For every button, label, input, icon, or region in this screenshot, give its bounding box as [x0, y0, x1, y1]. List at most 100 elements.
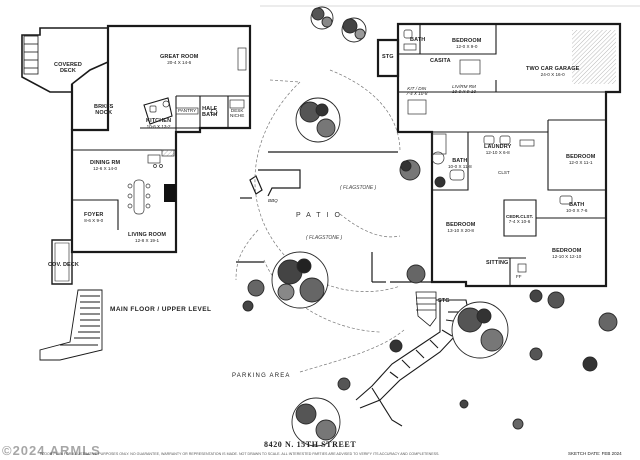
bath-r-label: BATH 10-0 X 7-6 [566, 202, 587, 214]
parking-label: PARKING AREA [232, 373, 291, 379]
cedr-clst-label: CEDR.CLST. 7-4 X 10-6 [506, 214, 533, 225]
patio-label: PATIO [296, 212, 346, 219]
right-stairs [415, 291, 437, 327]
main-stairs [39, 289, 103, 361]
armls-watermark: ©2024 ARMLS [2, 443, 101, 458]
shrub-7 [547, 291, 565, 309]
shrub-10 [582, 356, 598, 372]
shrub-2 [242, 300, 254, 312]
shrub-5 [406, 264, 426, 284]
dining-dim: 12-6 X 14-0 [93, 166, 118, 172]
bath-mid-dim: 10-0 X 11-8 [448, 164, 472, 170]
bedroom-r2-name: BEDROOM [552, 248, 582, 254]
bedroom-top-dim: 12-0 X 9-0 [455, 44, 478, 50]
bedroom-r2-label: BEDROOM 12-10 X 12-10 [552, 248, 581, 260]
shrub-3 [389, 339, 403, 353]
garage-dim: 24-0 X 16-0 [540, 72, 565, 78]
bedroom-r1-name: BEDROOM [566, 154, 596, 160]
right-wing-interior [398, 24, 620, 286]
bedroom-r1-label: BEDROOM 12-0 X 11-1 [566, 154, 595, 166]
garage-name: TWO CAR GARAGE [526, 66, 580, 72]
tree-center [295, 97, 341, 143]
cedr-clst-name: CEDR.CLST. [506, 214, 534, 219]
covered-deck-label: COVERED DECK [54, 62, 82, 75]
tree-right [451, 301, 509, 359]
half-bath-label: HALF BATH [202, 106, 218, 119]
shrub-9 [598, 312, 618, 332]
dashed-patio-lines [235, 69, 405, 373]
kit-din-name: KIT / DIN [407, 86, 427, 91]
stg-bottom-label: STG [438, 298, 450, 304]
shrub-11 [529, 347, 543, 361]
great-room-label: GREAT ROOM 20-4 X 14-6 [160, 54, 198, 66]
tree-top-2 [341, 17, 367, 43]
kit-din-label: KIT / DIN 7-4 X 10-8 [406, 86, 427, 97]
bedroom-top-label: BEDROOM 12-0 X 9-0 [452, 38, 481, 50]
foyer-label: FOYER 8-6 X 9-0 [84, 212, 103, 224]
laundry-dim: 12-10 X 6-8 [485, 150, 510, 156]
stg-top-label: STG [382, 54, 394, 60]
bedroom-top-name: BEDROOM [452, 38, 482, 44]
bbq-label: BBQ [268, 198, 278, 203]
ff-label: FF [516, 274, 522, 279]
desk-niche-label: DESK NICHE [230, 108, 245, 119]
living-room-dim: 12-8 X 19-1 [135, 238, 160, 244]
bath-r-dim: 10-0 X 7-6 [566, 208, 588, 214]
brkfs-nook-label: BRKFS NOOK [94, 104, 114, 117]
laundry-name: LAUNDRY [484, 144, 512, 150]
shrub-6 [399, 159, 421, 181]
dining-label: DINING RM 12-6 X 14-0 [90, 160, 120, 172]
sitting-label: SITTING [486, 260, 509, 266]
tree-patio [271, 251, 329, 309]
shrub-1 [247, 279, 265, 297]
right-wing-fixtures [403, 29, 573, 273]
shrub-4 [337, 377, 351, 391]
main-house-interior [72, 95, 250, 230]
right-wing-walls [376, 22, 622, 288]
bedroom-r1-dim: 12-0 X 11-1 [568, 160, 593, 166]
address-title: 8420 N. 15TH STREET [264, 440, 357, 449]
garage-label: TWO CAR GARAGE 24-0 X 16-0 [526, 66, 579, 78]
great-room-dim: 20-4 X 14-6 [167, 60, 192, 66]
kitchen-name: KITCHEN [146, 118, 172, 124]
cov-deck-outline [51, 239, 73, 285]
shrub-8 [529, 289, 543, 303]
deck-stairs [23, 35, 39, 75]
curved-walkway [355, 299, 471, 427]
dining-name: DINING RM [90, 160, 121, 166]
kitchen-fixtures [147, 47, 247, 168]
cedr-clst-dim: 7-4 X 10-6 [508, 219, 531, 225]
bath-top-label: BATH [410, 37, 426, 43]
pantry-label: PANTRY [178, 108, 197, 113]
shrub-14 [434, 176, 446, 188]
cov-deck-label: COV. DECK [48, 262, 79, 268]
dining-table [127, 179, 151, 215]
shrub-12 [459, 399, 469, 409]
shrub-13 [512, 418, 524, 430]
tree-bottom [291, 397, 341, 447]
bedroom-main-label: BEDROOM 13-10 X 20-8 [446, 222, 475, 234]
foyer-name: FOYER [84, 212, 104, 218]
disclaimer-text: FLOOR PLAN FOR ILLUSTRATIVE PURPOSES ONL… [40, 452, 440, 456]
sketch-date: SKETCH DATE: FEB 2024 [568, 451, 622, 456]
main-house-walls [21, 24, 252, 254]
bath-mid-name: BATH [452, 158, 468, 164]
living-room-name: LIVING ROOM [128, 232, 167, 238]
clst-label: CLST [498, 170, 510, 175]
living-room-label: LIVING ROOM 12-8 X 19-1 [128, 232, 166, 244]
foyer-dim: 8-6 X 9-0 [84, 218, 104, 224]
flagstone-label-1: ( FLAGSTONE ) [340, 185, 377, 191]
patio-paths [236, 151, 432, 283]
tree-top-1 [310, 6, 334, 30]
great-room-name: GREAT ROOM [160, 54, 199, 60]
fireplace [164, 184, 176, 202]
kit-din-dim: 7-4 X 10-8 [406, 91, 428, 97]
casita-label: CASITA [430, 58, 451, 64]
laundry-label: LAUNDRY 12-10 X 6-8 [484, 144, 511, 156]
garage-hatch [572, 30, 616, 84]
bath-mid-label: BATH 10-0 X 11-8 [448, 158, 472, 170]
bath-r-name: BATH [569, 202, 585, 208]
trees [242, 6, 618, 447]
liv-rm-label: LIV/RM RM 10-0 X 9-10 [452, 84, 476, 95]
